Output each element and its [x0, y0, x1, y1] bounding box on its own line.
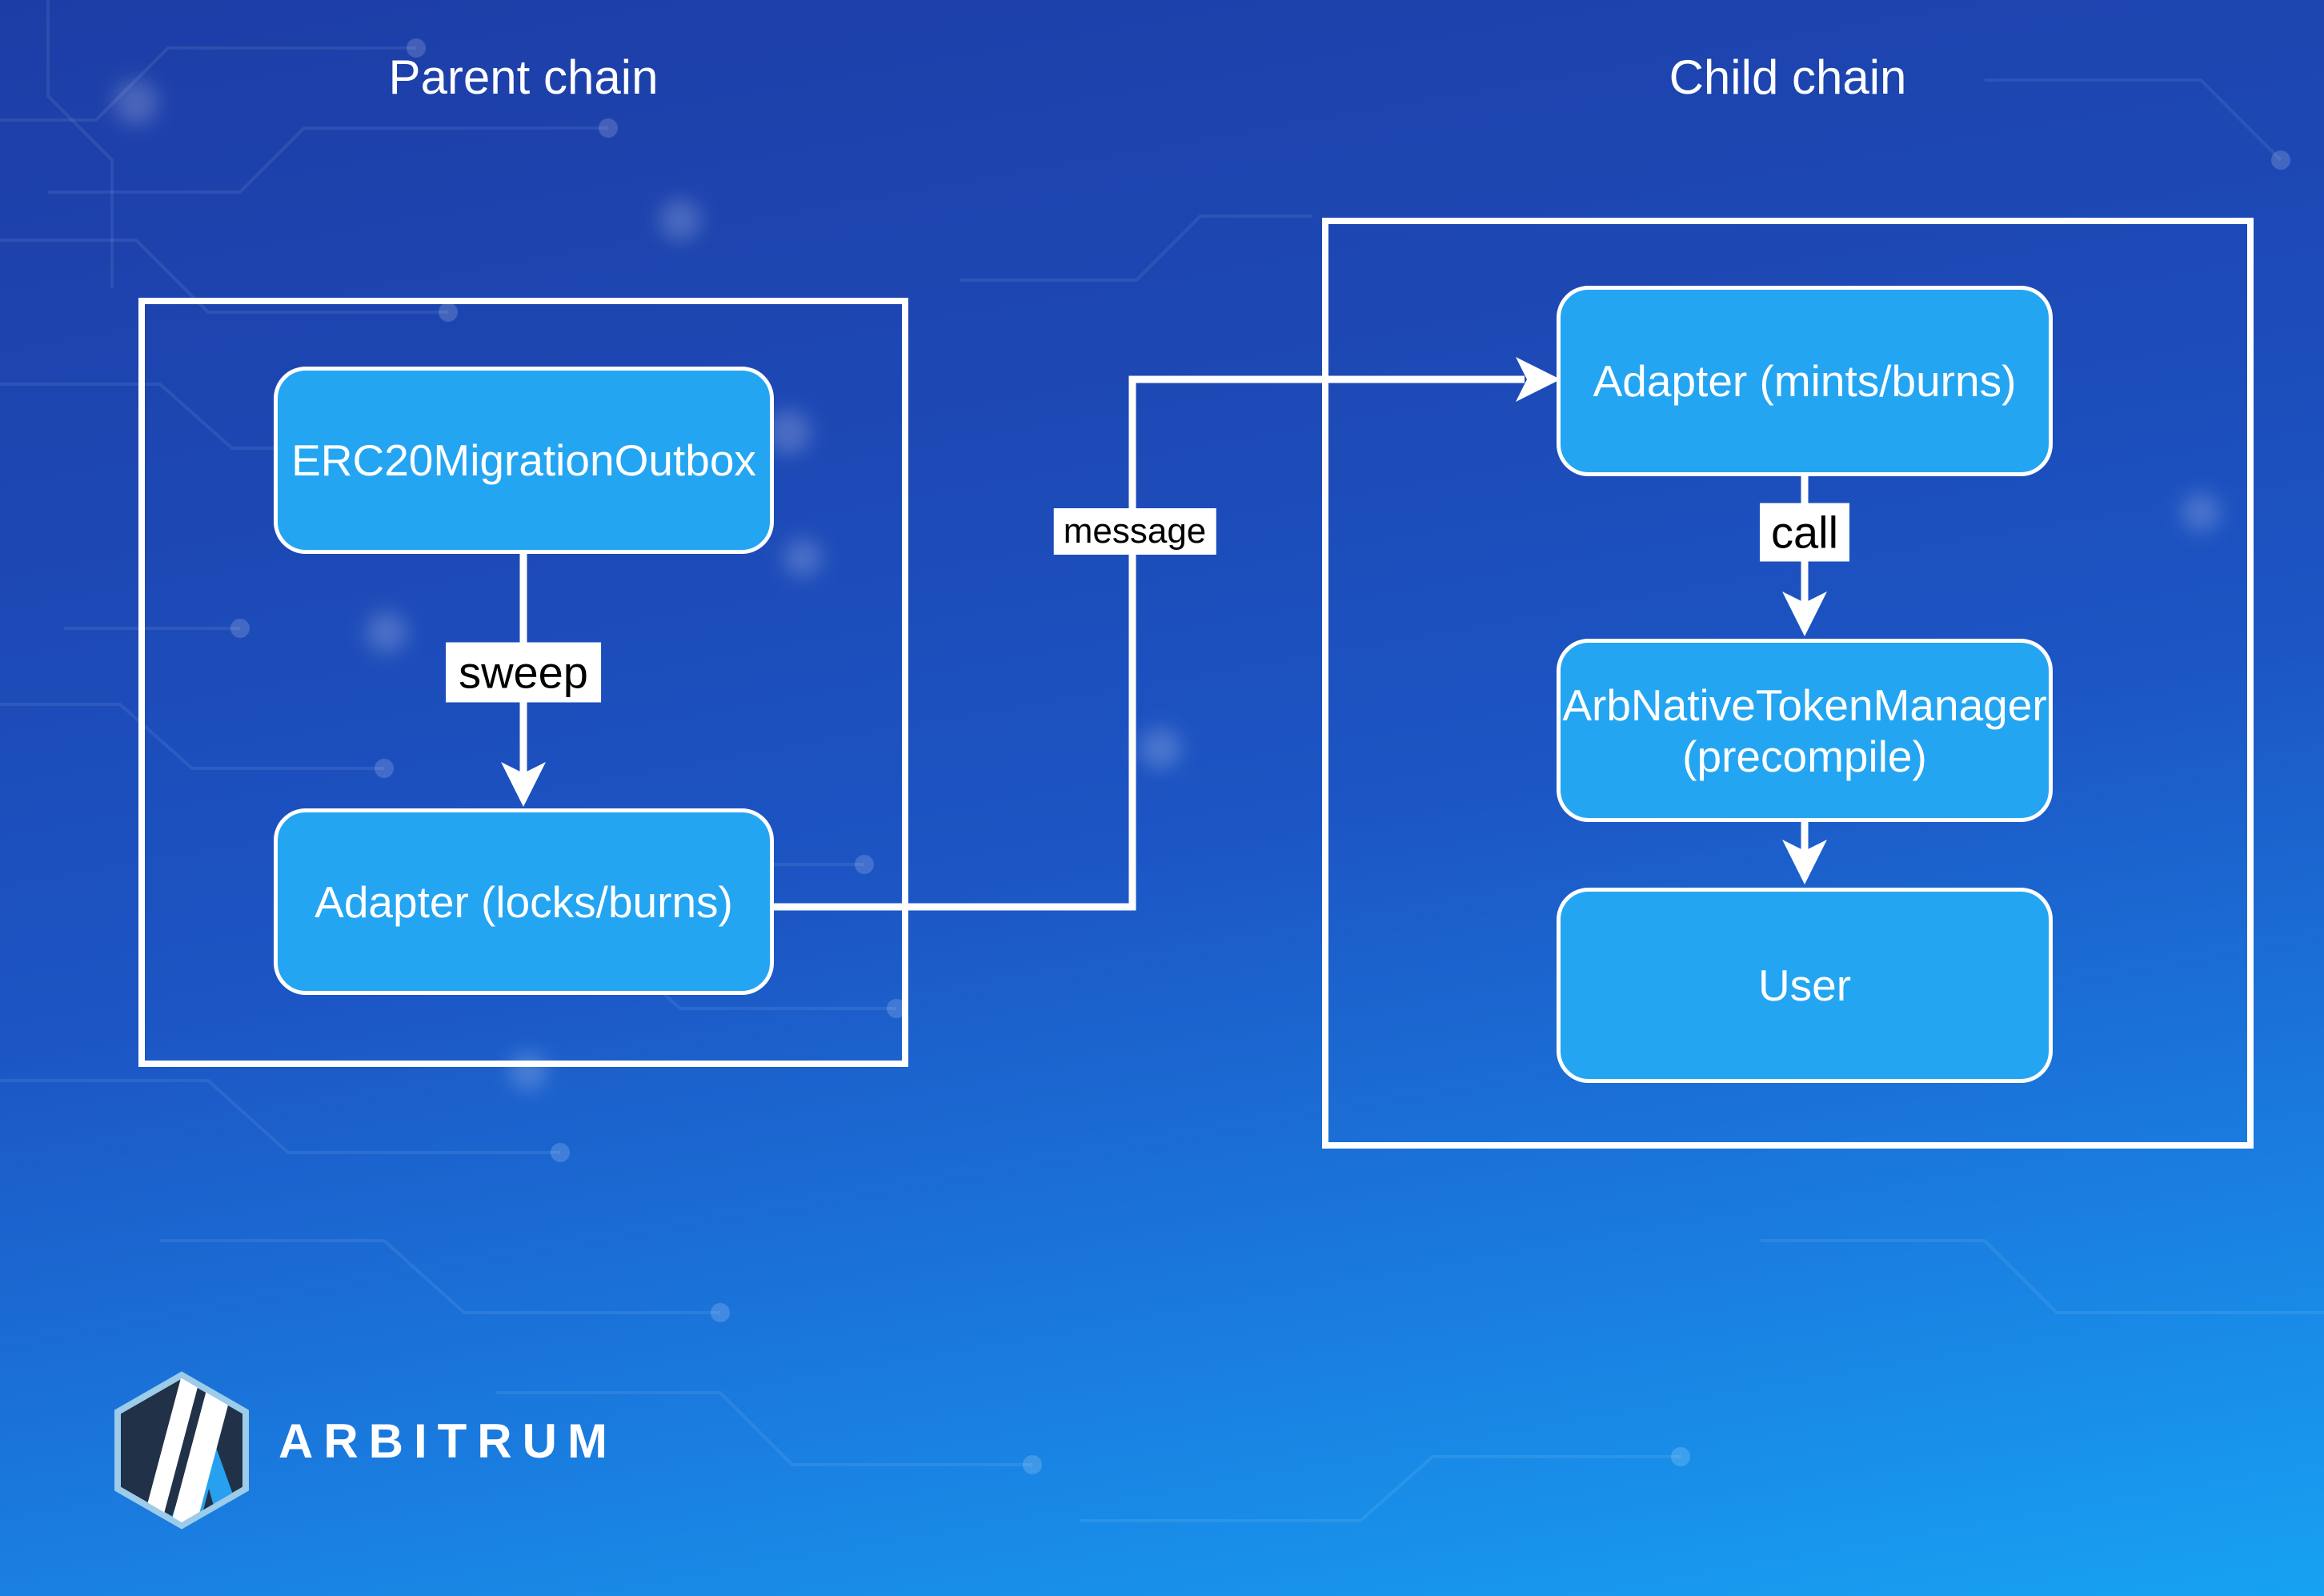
- child-chain-label: Child chain: [1669, 50, 1907, 104]
- node-adapter-locks-burns-label: Adapter (locks/burns): [315, 876, 733, 927]
- manager-to-user-arrow: [1782, 822, 1827, 884]
- edge-label-message: message: [1053, 508, 1216, 555]
- node-user-label: User: [1757, 960, 1852, 1010]
- node-adapter-mints-burns-label: Adapter (mints/burns): [1593, 356, 2017, 406]
- node-arb-native-token-manager-label: ArbNativeTokenManager (precompile): [1562, 680, 2046, 782]
- node-adapter-mints-burns: Adapter (mints/burns): [1557, 286, 2053, 476]
- edge-label-call: call: [1759, 503, 1850, 562]
- arbitrum-wordmark: ARBITRUM: [278, 1414, 618, 1468]
- arbitrum-hexagon-icon: [114, 1371, 249, 1530]
- parent-chain-container: [138, 298, 908, 1067]
- node-arb-native-token-manager: ArbNativeTokenManager (precompile): [1557, 639, 2053, 822]
- node-erc20-migration-outbox-label: ERC20MigrationOutbox: [291, 435, 756, 485]
- message-arrow: [774, 357, 1561, 911]
- parent-chain-label: Parent chain: [388, 50, 659, 104]
- node-arb-native-token-manager-line2: (precompile): [1682, 731, 1927, 781]
- edge-label-sweep: sweep: [446, 642, 601, 703]
- child-chain-container: [1322, 218, 2254, 1149]
- node-adapter-locks-burns: Adapter (locks/burns): [274, 808, 774, 995]
- node-erc20-migration-outbox: ERC20MigrationOutbox: [274, 367, 774, 554]
- node-user: User: [1557, 888, 2053, 1083]
- node-arb-native-token-manager-line1: ArbNativeTokenManager: [1562, 680, 2047, 730]
